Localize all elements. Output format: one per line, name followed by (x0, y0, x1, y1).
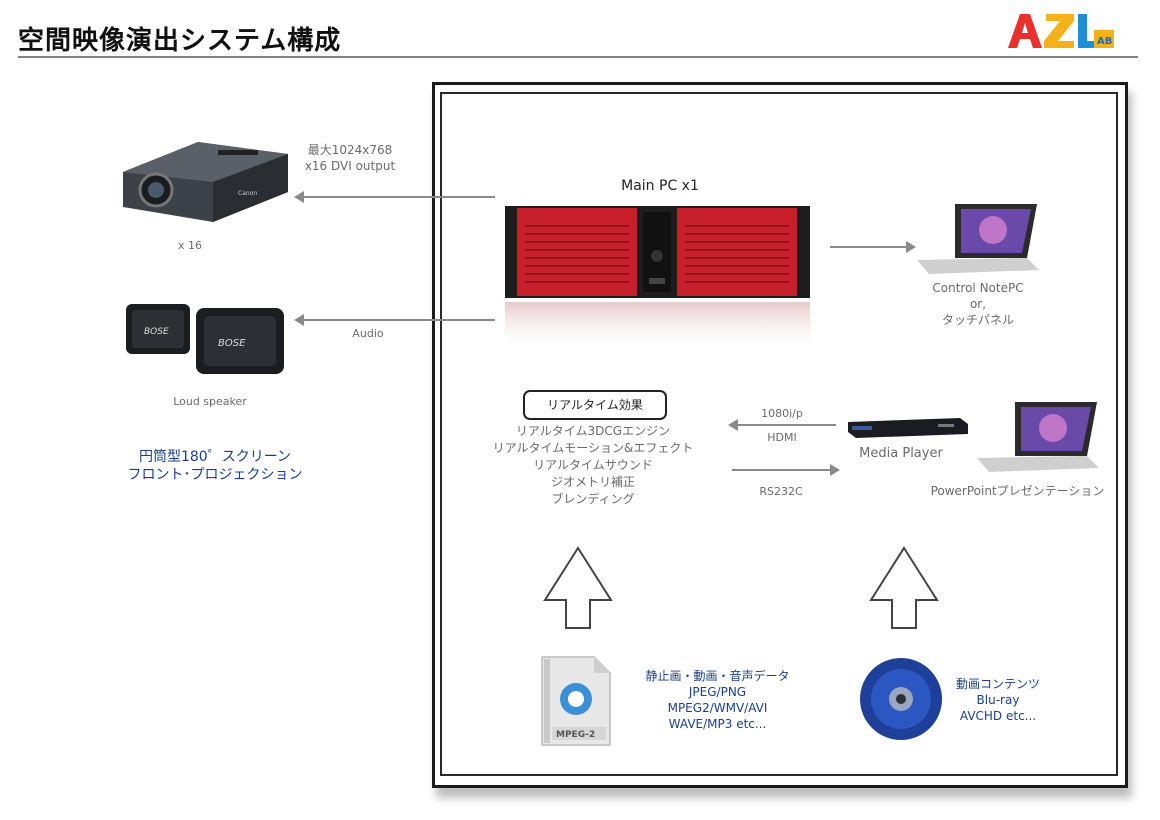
data-block-title: 静止画・動画・音声データ (645, 669, 790, 683)
arrow-head-hdmi (728, 419, 738, 431)
audio-label: Audio (352, 327, 384, 340)
media-player-label: Media Player (859, 446, 943, 461)
control-notepc-label: Control NotePC (932, 281, 1024, 295)
projector-spec-output: x16 DVI output (304, 159, 396, 173)
realtime-item-3dcg: リアルタイム3DCGエンジン (515, 424, 671, 438)
control-touch-panel: タッチパネル (941, 313, 1014, 327)
speaker-image: BOSE BOSE (122, 298, 292, 380)
up-arrow-data (542, 545, 614, 631)
up-arrow-video (868, 545, 940, 631)
signal-rs232c-label: RS232C (759, 485, 803, 498)
screen-type-line1: 円筒型180゜スクリーン (138, 449, 292, 465)
realtime-item-geometry: ジオメトリ補正 (550, 475, 635, 489)
signal-hdmi-label: HDMI (767, 431, 797, 444)
control-notepc-image (915, 200, 1040, 280)
realtime-item-motion: リアルタイムモーション&エフェクト (492, 441, 694, 455)
page-title: 空間映像演出システム構成 (18, 26, 342, 56)
arrow-head-control-pc (906, 241, 916, 253)
projector-count: x 16 (177, 239, 202, 252)
arrow-head-projector (294, 191, 304, 203)
screen-type-line2: フロント･プロジェクション (127, 467, 303, 483)
main-pc-image (505, 198, 825, 358)
video-block-avchd: AVCHD etc... (959, 709, 1037, 723)
title-divider (18, 56, 1138, 58)
realtime-item-blending: ブレンディング (551, 492, 635, 506)
powerpoint-notepc-image (975, 398, 1100, 478)
arrow-rs232c (732, 469, 832, 471)
svg-text:BOSE: BOSE (144, 327, 169, 337)
azlab-logo: AB (1006, 12, 1116, 50)
video-block-title: 動画コンテンツ (955, 677, 1040, 691)
arrow-head-speaker (294, 314, 304, 326)
arrow-to-projector (300, 196, 495, 198)
data-block-images: JPEG/PNG (688, 685, 747, 699)
data-block-audio: WAVE/MP3 etc... (668, 717, 767, 731)
video-block-bluray: Blu-ray (976, 693, 1020, 707)
signal-resolution-label: 1080i/p (761, 407, 803, 420)
mpeg2-file-icon: MPEG-2 (538, 655, 614, 747)
speaker-label: Loud speaker (173, 395, 247, 408)
projector-image: Canon (118, 132, 293, 227)
main-pc-label: Main PC x1 (621, 178, 699, 194)
arrow-to-control-pc (830, 246, 910, 248)
realtime-item-sound: リアルタイムサウンド (533, 458, 653, 472)
arrow-head-rs232c (830, 464, 840, 476)
system-frame-inner (440, 92, 1118, 776)
projector-spec-max: 最大1024x768 (307, 143, 393, 157)
svg-text:BOSE: BOSE (218, 338, 246, 349)
realtime-effect-badge: リアルタイム効果 (523, 390, 667, 420)
data-block-video: MPEG2/WMV/AVI (667, 701, 768, 715)
media-player-image (848, 416, 968, 440)
svg-text:MPEG-2: MPEG-2 (556, 730, 595, 740)
arrow-hdmi (736, 424, 836, 426)
control-notepc-or: or, (969, 297, 987, 311)
bluray-disc-icon (858, 656, 944, 742)
arrow-to-speaker (300, 319, 495, 321)
svg-text:Canon: Canon (238, 190, 257, 197)
svg-text:AB: AB (1097, 36, 1112, 47)
powerpoint-label: PowerPointプレゼンテーション (930, 484, 1105, 498)
